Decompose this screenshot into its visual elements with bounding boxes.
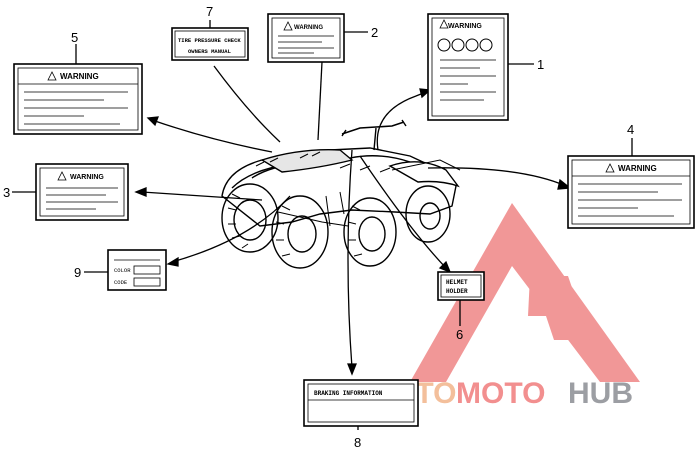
- callout-numbers: 1 2 3 4 5 6 7 8 9: [3, 4, 634, 450]
- callout-4: 4: [627, 122, 634, 137]
- label-1-warning-decal: WARNING: [427, 13, 509, 121]
- label-3-warning-decal: WARNING: [35, 163, 129, 221]
- label-6-holder-text: HOLDER: [446, 288, 468, 295]
- callout-6: 6: [456, 327, 463, 342]
- label-5-warning-text: WARNING: [60, 72, 99, 81]
- label-7-tire-text: TIRE PRESSURE CHECK: [178, 37, 241, 44]
- label-9-color-text: COLOR: [114, 267, 131, 274]
- watermark-brand-hub: HUB: [568, 377, 633, 410]
- label-4-warning-decal: WARNING: [567, 155, 695, 229]
- label-8-braking-information-decal: BRAKING INFORMATION: [303, 379, 419, 427]
- watermark-brand-moto: MOTO: [456, 377, 545, 410]
- callout-8: 8: [354, 435, 361, 450]
- label-1-warning-text: WARNING: [448, 23, 482, 30]
- atv-illustration: [221, 119, 461, 269]
- callout-7: 7: [206, 4, 213, 19]
- label-8-braking-text: BRAKING INFORMATION: [314, 390, 383, 397]
- label-9-color-code-decal: COLOR CODE: [107, 249, 167, 291]
- label-7-owners-text: OWNERS MANUAL: [188, 48, 232, 55]
- label-7-owners-manual-decal: TIRE PRESSURE CHECK OWNERS MANUAL: [171, 27, 249, 61]
- label-4-warning-text: WARNING: [618, 164, 657, 173]
- label-2-warning-decal: WARNING: [267, 13, 345, 63]
- callout-2: 2: [371, 25, 378, 40]
- label-9-code-text: CODE: [114, 279, 128, 286]
- label-3-warning-text: WARNING: [70, 174, 104, 181]
- callout-1: 1: [537, 57, 544, 72]
- callout-9: 9: [74, 265, 81, 280]
- label-6-helmet-text: HELMET: [446, 279, 468, 286]
- callout-3: 3: [3, 185, 10, 200]
- leader-lines: [12, 20, 633, 430]
- label-5-warning-decal: WARNING: [13, 63, 143, 135]
- callout-5: 5: [71, 30, 78, 45]
- label-2-warning-text: WARNING: [294, 25, 323, 31]
- watermark-inner-mark: [528, 276, 590, 340]
- label-6-helmet-holder-decal: HELMET HOLDER: [437, 271, 485, 301]
